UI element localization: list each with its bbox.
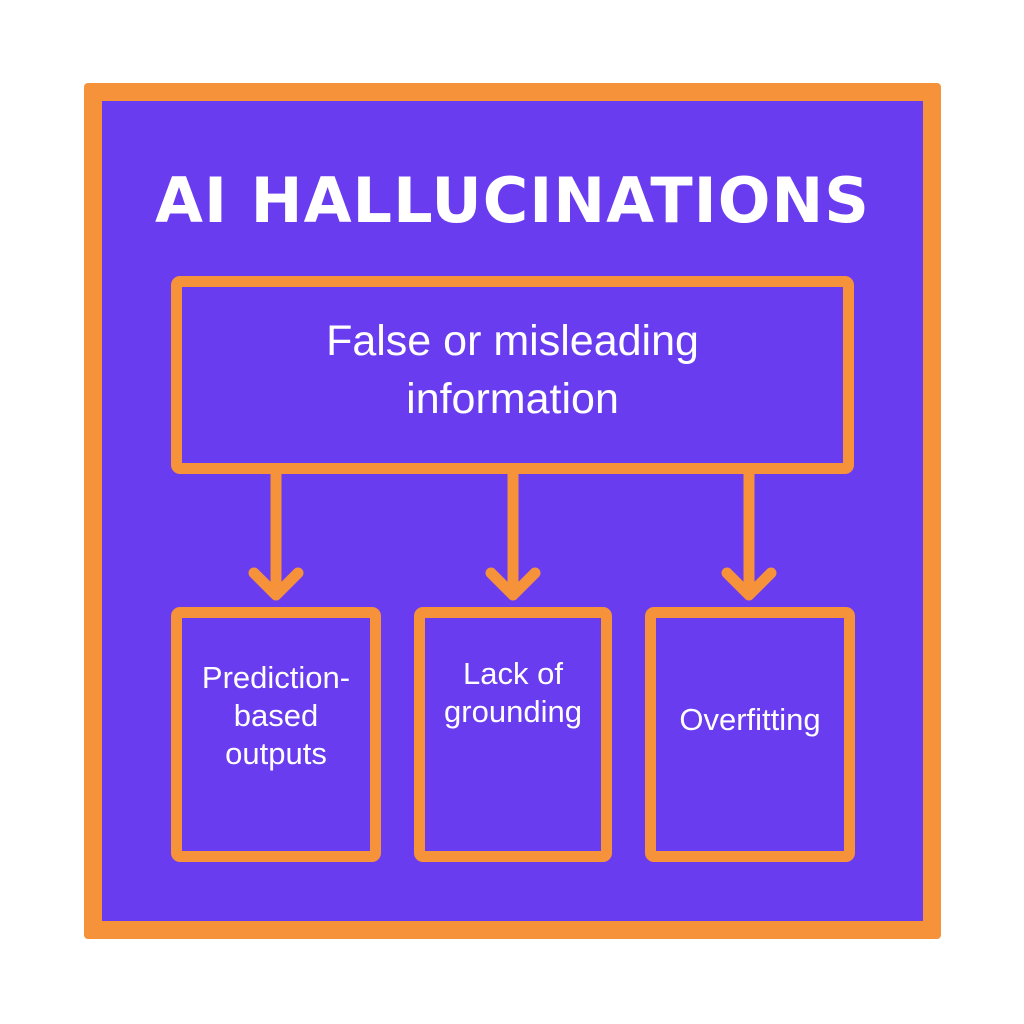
diagram-title: AI HALLUCINATIONS	[155, 164, 870, 237]
child-node-label: Lack of grounding	[444, 655, 582, 729]
child-node-label: Overfitting	[679, 701, 821, 737]
root-node-label: False or misleading information	[326, 317, 699, 423]
child-node-prediction: Prediction-based outputs	[171, 607, 381, 862]
child-node-label: Prediction-based outputs	[201, 659, 351, 771]
child-node-overfitting: Overfitting	[645, 607, 855, 862]
child-node-grounding: Lack of grounding	[414, 607, 612, 862]
root-node: False or misleading information	[171, 276, 854, 474]
